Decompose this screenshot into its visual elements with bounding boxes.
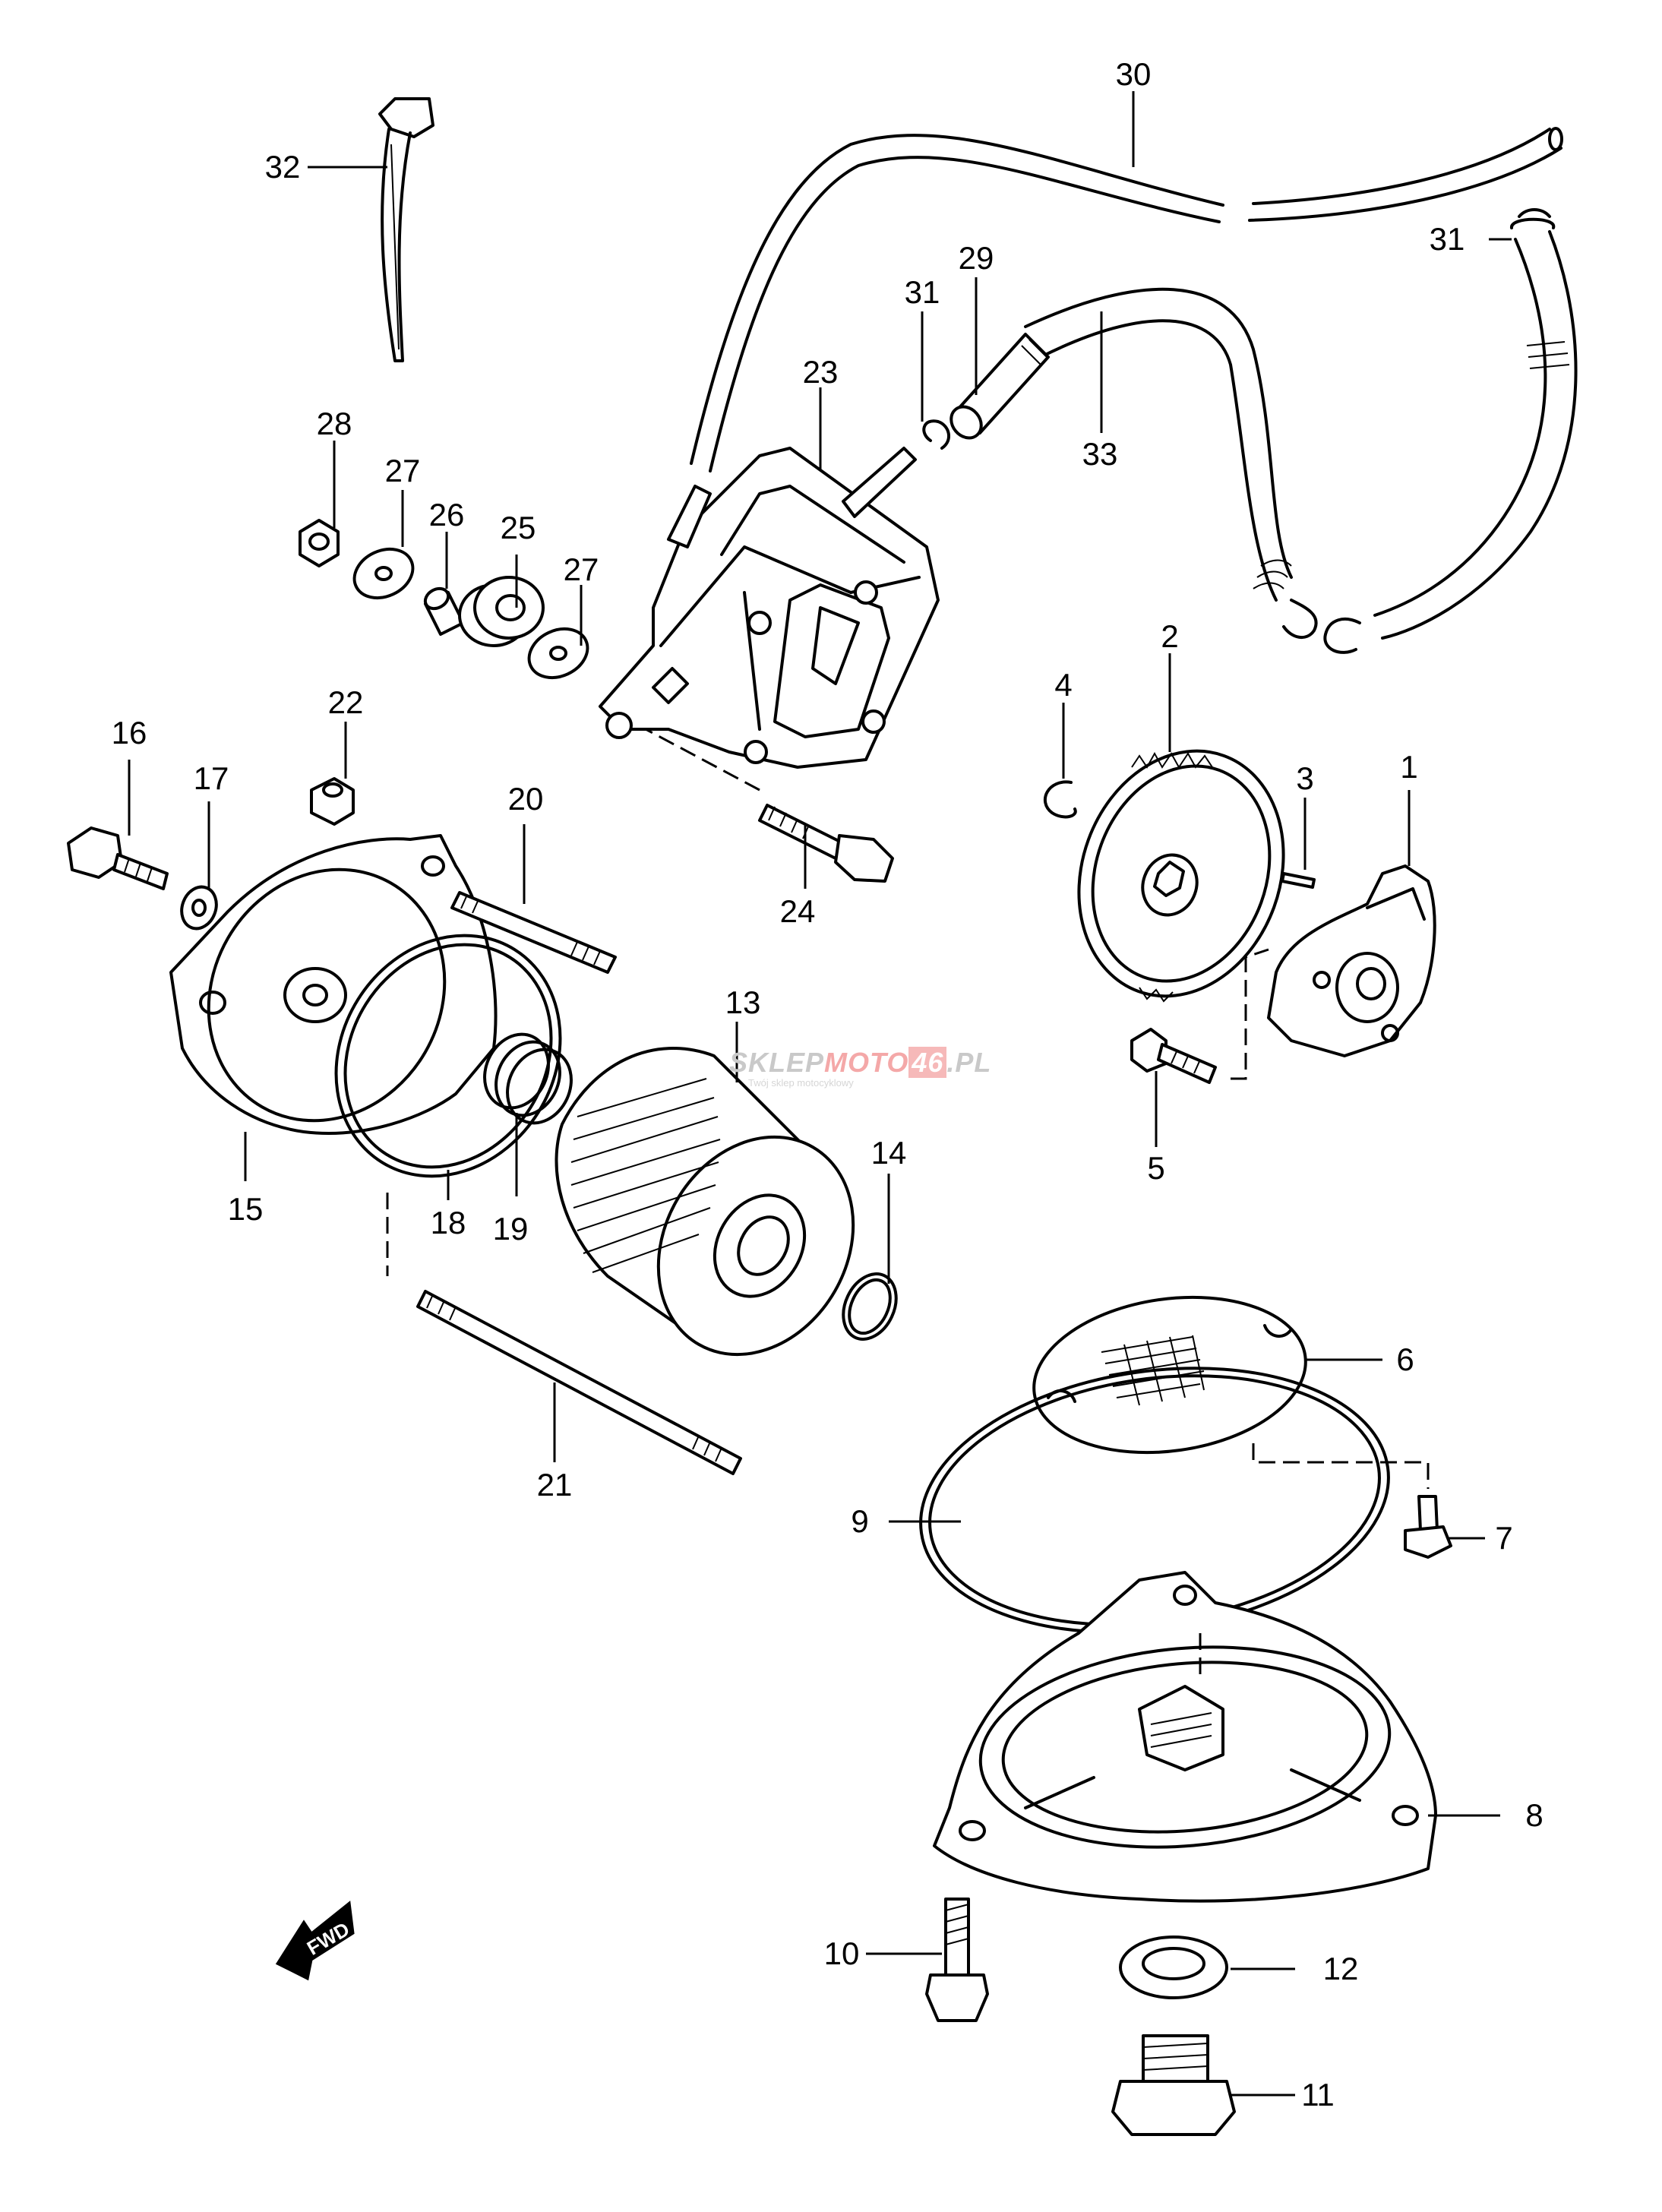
callout-10: 10 <box>823 1936 860 1971</box>
part-19-spring <box>483 1032 573 1125</box>
part-2-driven-gear <box>1077 749 1285 1003</box>
part-15-oil-filter-cap <box>169 834 498 1135</box>
part-12-gasket <box>1119 1936 1228 1999</box>
part-8-oil-pan <box>933 1571 1437 1903</box>
callout-14: 14 <box>870 1135 907 1171</box>
callout-17: 17 <box>193 760 229 796</box>
callout-8: 8 <box>1525 1797 1544 1833</box>
callout-28: 28 <box>316 406 352 441</box>
part-30-hose <box>690 127 1563 472</box>
callout-3: 3 <box>1296 760 1314 796</box>
part-23-fuel-pump <box>599 447 940 769</box>
callout-24: 24 <box>779 893 816 929</box>
callout-9: 9 <box>851 1503 869 1539</box>
part-7-screw <box>1404 1495 1452 1559</box>
part-25-cushion <box>458 576 545 647</box>
part-11-drain-plug <box>1111 2034 1236 2136</box>
part-21-stud <box>416 1290 742 1475</box>
leader-lines <box>128 91 1512 2097</box>
callout-23: 23 <box>802 354 839 390</box>
part-3-pin <box>1281 872 1316 889</box>
callout-15: 15 <box>227 1191 264 1227</box>
watermark-subtitle: Twój sklep motocyklowy <box>748 1077 854 1089</box>
callout-26: 26 <box>428 497 465 532</box>
callout-18: 18 <box>430 1205 466 1240</box>
part-5-bolt <box>1130 948 1269 1084</box>
part-26-spacer <box>423 586 465 636</box>
part-29-hose-joint <box>949 333 1050 440</box>
callout-31-right: 31 <box>1429 221 1465 257</box>
callout-4: 4 <box>1054 667 1073 703</box>
callout-29: 29 <box>958 240 994 276</box>
watermark-part2: MOTO <box>824 1047 909 1078</box>
callout-31-left: 31 <box>904 274 940 310</box>
callout-25: 25 <box>500 510 536 545</box>
callout-12: 12 <box>1322 1951 1359 1986</box>
part-13-oil-filter <box>555 1047 855 1357</box>
callout-19: 19 <box>492 1211 529 1247</box>
leader-dash-7 <box>1252 1443 1430 1489</box>
part-22-nut <box>310 777 355 826</box>
watermark-part4: .PL <box>946 1047 992 1078</box>
callout-20: 20 <box>507 781 544 817</box>
callout-6: 6 <box>1396 1341 1414 1377</box>
callout-13: 13 <box>725 984 761 1020</box>
callout-32: 32 <box>264 149 301 185</box>
callout-21: 21 <box>536 1467 573 1503</box>
part-10-bolt <box>925 1898 989 2022</box>
part-hose-right <box>1323 230 1578 654</box>
part-31-clamp-left <box>922 419 950 450</box>
part-28-nut <box>299 519 340 567</box>
part-27-washer-right <box>527 627 589 680</box>
callout-16: 16 <box>111 715 147 750</box>
part-20-stud <box>450 891 617 974</box>
callout-22: 22 <box>327 684 364 720</box>
part-14-o-ring <box>842 1272 898 1341</box>
part-4-circlip <box>1043 780 1077 819</box>
part-6-oil-strainer <box>1032 1295 1307 1455</box>
part-33-hose <box>1024 287 1318 639</box>
callout-27-right: 27 <box>563 551 599 587</box>
watermark-part1: SKLEP <box>729 1047 825 1078</box>
part-31-clamp-right <box>1510 208 1556 229</box>
part-17-washer <box>180 885 218 931</box>
part-24-bolt <box>645 728 894 883</box>
callout-27-left: 27 <box>384 453 421 488</box>
watermark-part3: 46 <box>908 1047 947 1078</box>
callout-1: 1 <box>1400 749 1418 785</box>
callout-5: 5 <box>1147 1150 1165 1186</box>
fwd-direction-arrow-icon <box>275 1901 355 1981</box>
callout-7: 7 <box>1495 1520 1513 1556</box>
callout-11: 11 <box>1301 2077 1335 2112</box>
part-16-bolt <box>67 826 169 890</box>
callout-2: 2 <box>1161 618 1179 654</box>
part-32-clamp-tie <box>378 97 434 362</box>
part-1-oil-pump <box>1267 864 1436 1057</box>
callout-33: 33 <box>1082 436 1118 472</box>
callout-30: 30 <box>1115 56 1152 92</box>
part-27-washer-left <box>352 547 415 600</box>
